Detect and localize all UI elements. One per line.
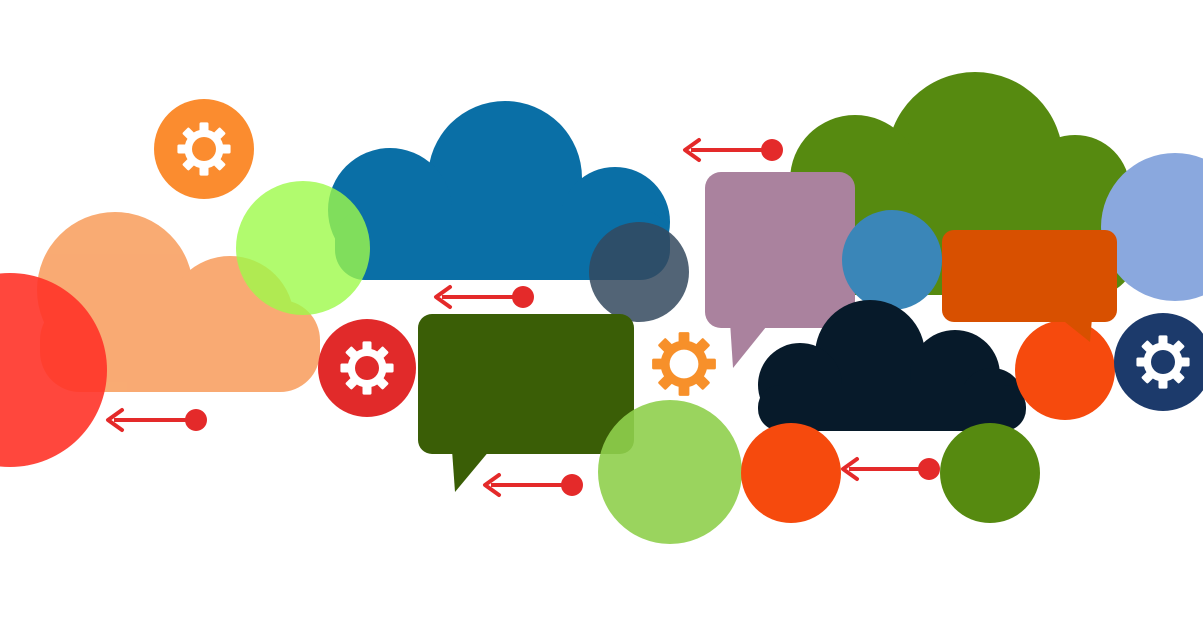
gear-icon xyxy=(318,319,416,417)
orange-red-circle xyxy=(1015,320,1115,420)
arrow-left-icon xyxy=(106,408,207,432)
speech-bubble-icon xyxy=(418,314,634,492)
orange-red-circle xyxy=(741,423,841,523)
speech-bubble-icon xyxy=(705,172,855,368)
gear-icon xyxy=(154,99,254,199)
steel-blue-circle xyxy=(842,210,942,310)
green-circle xyxy=(940,423,1040,523)
speech-bubble-icon xyxy=(942,230,1117,342)
gear-icon xyxy=(652,332,716,396)
arrow-left-icon xyxy=(434,285,534,309)
gear-icon xyxy=(1114,313,1203,411)
arrow-left-icon xyxy=(683,138,783,162)
periwinkle-circle xyxy=(1101,153,1203,301)
cloud-icon xyxy=(758,300,1026,432)
red-circle xyxy=(0,273,107,467)
light-green-circle xyxy=(598,400,742,544)
slate-circle xyxy=(589,222,689,322)
arrow-left-icon xyxy=(841,457,940,481)
arrow-left-icon xyxy=(483,473,583,497)
lime-circle xyxy=(236,181,370,315)
